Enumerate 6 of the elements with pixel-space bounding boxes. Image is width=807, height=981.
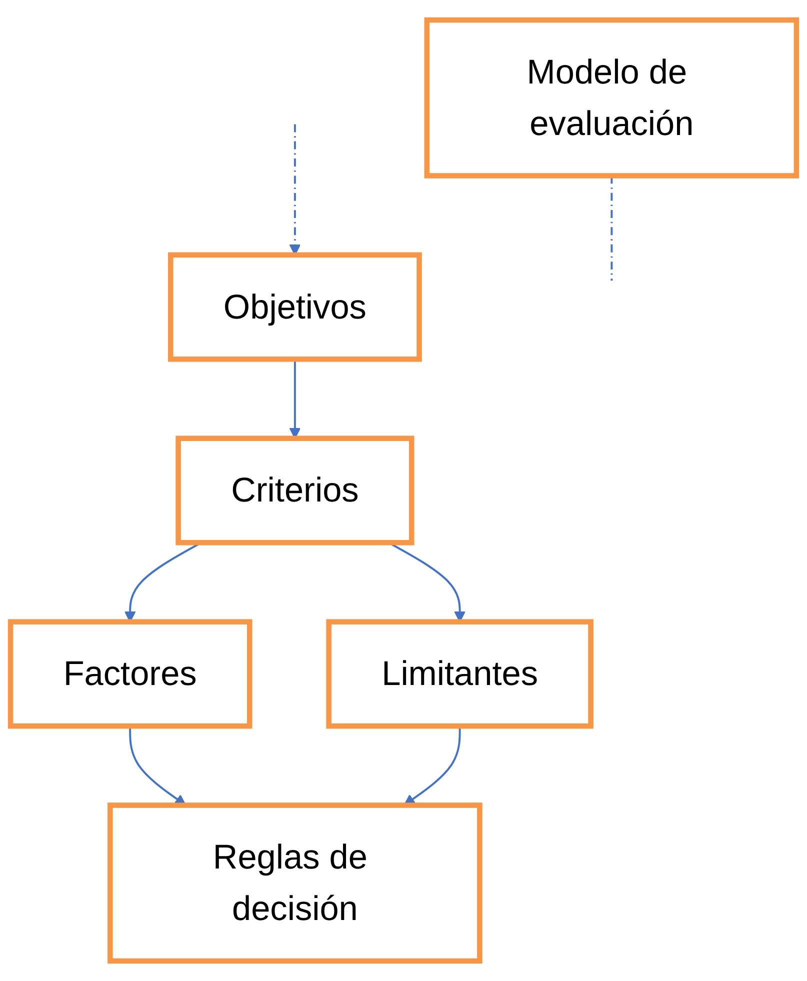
node-box: Limitantes xyxy=(326,619,594,729)
node-box: Criterios xyxy=(176,436,414,546)
node-box: Objetivos xyxy=(168,252,422,362)
node-box: Reglas de decisión xyxy=(108,802,482,964)
node-box: Factores xyxy=(8,619,252,729)
node-box: Modelo de evaluación xyxy=(424,17,800,178)
